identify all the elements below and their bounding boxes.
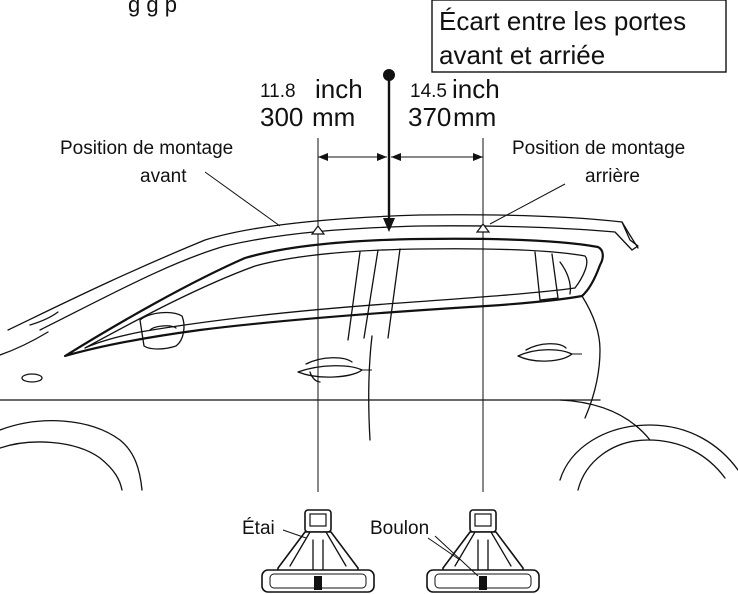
front-distance-mm-unit: mm: [312, 102, 355, 132]
front-mount-marker: [310, 225, 326, 235]
rear-door-handle: [517, 343, 573, 362]
car-side-view: [0, 214, 738, 491]
rear-distance-inch-unit: inch: [452, 74, 500, 104]
front-dimension-arrow: [318, 153, 387, 161]
stay-label: Étai: [242, 518, 275, 539]
bolt-label: Boulon: [370, 518, 429, 539]
rear-rack-foot: [426, 509, 540, 593]
front-rack-foot: [261, 509, 375, 593]
rear-dimension-arrow: [391, 153, 483, 161]
rear-mount-label-line1: Position de montage: [512, 138, 685, 159]
bolt-leader: [434, 535, 479, 577]
front-door-handle: [297, 357, 363, 383]
front-distance-mm-value: 300: [260, 102, 303, 132]
front-distance-label: 11.8 inch 300 mm: [260, 74, 363, 132]
rear-distance-label: 14.5 inch 370 mm: [408, 74, 500, 132]
stay-leader: [282, 529, 307, 539]
door-gap-note-box: Écart entre les portes avant et arriée: [431, 0, 727, 73]
front-mount-label-line2: avant: [140, 166, 187, 187]
rear-distance-mm-value: 370: [408, 102, 451, 132]
rear-mount-marker: [475, 223, 491, 233]
front-distance-inch-unit: inch: [315, 74, 363, 104]
rear-distance-inch-value: 14.5: [410, 81, 447, 102]
front-mount-leader: [204, 171, 281, 227]
door-gap-note-line1: Écart entre les portes: [439, 6, 686, 36]
front-mount-label-line1: Position de montage: [60, 138, 233, 159]
front-distance-inch-value: 11.8: [260, 81, 296, 102]
rear-mount-label-line2: arrière: [585, 166, 640, 187]
rear-distance-mm-unit: mm: [453, 102, 496, 132]
door-gap-pointer: [383, 69, 395, 232]
top-caption-fragment: g g p: [128, 0, 177, 17]
door-gap-note-line2: avant et arriée: [439, 40, 605, 70]
rear-mount-leader: [489, 183, 566, 225]
